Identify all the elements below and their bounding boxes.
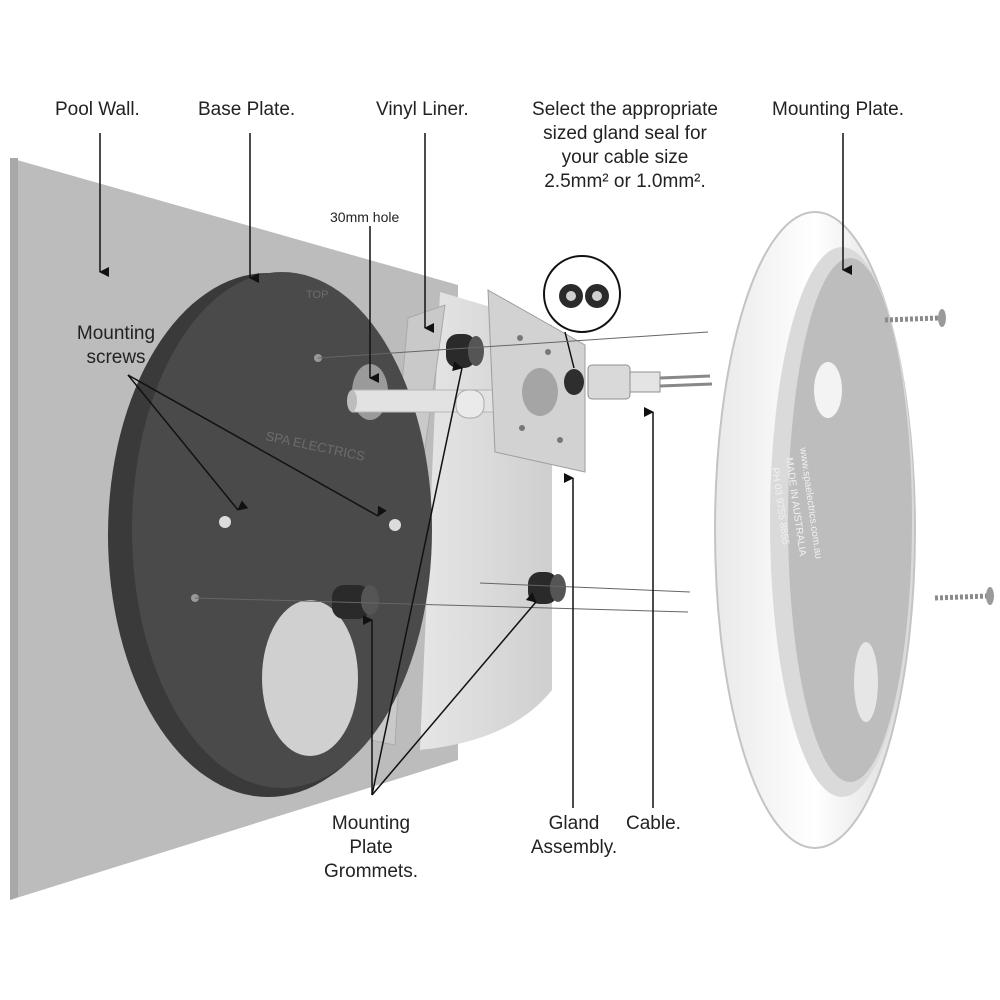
- gland-assembly-line-2: Assembly.: [530, 837, 618, 858]
- grommets-line-1: Mounting: [331, 813, 411, 834]
- label-pool-wall: Pool Wall.: [55, 99, 140, 120]
- label-mounting-screws: Mounting screws: [56, 322, 176, 370]
- mounting-screw-right: [389, 519, 401, 531]
- grommet-mid: [455, 389, 485, 419]
- mounting-screw-left: [219, 516, 231, 528]
- grommets-line-3: Grommets.: [324, 861, 418, 882]
- screw-top: [884, 309, 946, 327]
- screw-bottom: [934, 587, 994, 605]
- label-mounting-plate: Mounting Plate.: [772, 99, 905, 120]
- label-gland-seal: Select the appropriate sized gland seal …: [515, 98, 735, 194]
- base-plate-top-marking: TOP: [306, 289, 328, 301]
- gland-seal-line-3: your cable size: [561, 147, 689, 168]
- arrow-screw-left: [127, 374, 249, 511]
- grommet-top: [446, 334, 484, 368]
- base-plate-large-hole: [262, 600, 358, 756]
- arrow-screw-right: [127, 374, 387, 517]
- label-cable: Cable.: [626, 813, 681, 834]
- mounting-screws-line-2: screws: [86, 347, 146, 368]
- label-30mm-hole: 30mm hole: [330, 209, 400, 225]
- gland-seal-line-2: sized gland seal for: [543, 123, 707, 144]
- mounting-plate-grommets: [332, 334, 566, 619]
- alignment-lines: [194, 331, 709, 613]
- gland-fittings: [564, 364, 713, 400]
- arrow-grommet-top: [371, 361, 463, 796]
- leader-arrows: [99, 133, 852, 808]
- grommets-line-2: Plate: [349, 837, 393, 858]
- gland-assembly-plate: [487, 289, 586, 473]
- gland-seal-callout: [543, 255, 621, 369]
- mounting-screws-line-1: Mounting: [76, 323, 156, 344]
- label-grommets: Mounting Plate Grommets.: [308, 812, 434, 884]
- arrow-grommet-bottom-right: [371, 592, 537, 796]
- mounting-plate-screws: [884, 309, 994, 605]
- label-vinyl-liner: Vinyl Liner.: [376, 99, 469, 120]
- gland-assembly-line-1: Gland: [548, 813, 600, 834]
- gland-seal-line-4: 2.5mm² or 1.0mm².: [544, 171, 706, 192]
- mounting-plate: www.spaelectrics.com.au MADE IN AUSTRALI…: [714, 211, 916, 849]
- label-gland-assembly: Gland Assembly.: [522, 812, 626, 860]
- gland-seal-line-1: Select the appropriate: [532, 99, 718, 120]
- label-base-plate: Base Plate.: [198, 99, 296, 120]
- grommet-bottom-right: [528, 572, 566, 604]
